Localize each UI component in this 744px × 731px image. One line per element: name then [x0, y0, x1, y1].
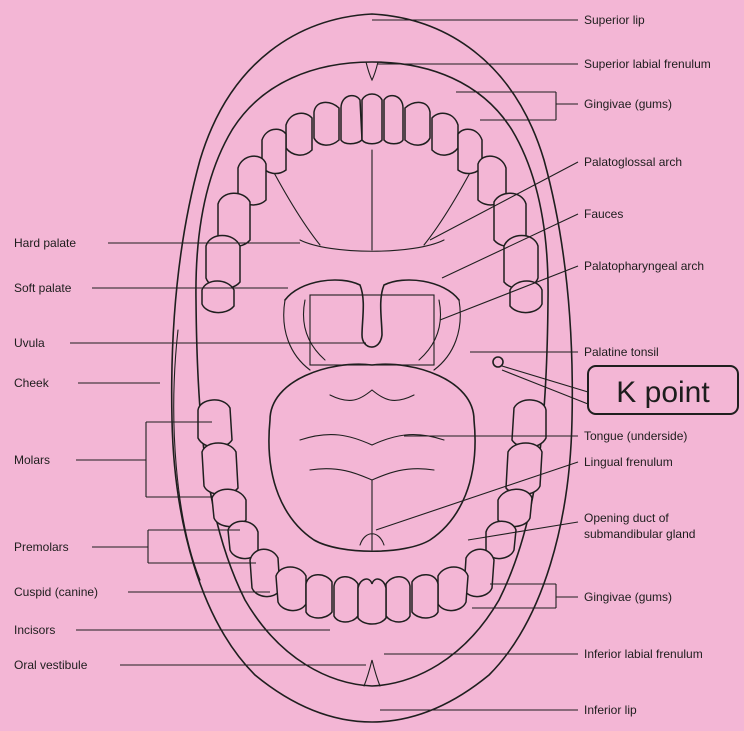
label-palatoglossal-arch: Palatoglossal arch: [584, 155, 682, 169]
label-tongue-underside: Tongue (underside): [584, 429, 687, 443]
label-hard-palate: Hard palate: [14, 236, 76, 250]
label-gingivae-upper: Gingivae (gums): [584, 97, 672, 111]
k-point-label: K point: [616, 376, 710, 409]
label-inferior-lip: Inferior lip: [584, 703, 637, 717]
label-soft-palate: Soft palate: [14, 281, 72, 295]
label-superior-lip: Superior lip: [584, 13, 645, 27]
label-uvula: Uvula: [14, 336, 45, 350]
label-palatopharyngeal-arch: Palatopharyngeal arch: [584, 259, 704, 273]
label-molars: Molars: [14, 453, 50, 467]
label-oral-vestibule: Oral vestibule: [14, 658, 88, 672]
label-palatine-tonsil: Palatine tonsil: [584, 345, 659, 359]
label-gingivae-lower: Gingivae (gums): [584, 590, 672, 604]
label-cuspid: Cuspid (canine): [14, 585, 98, 599]
label-opening-duct-line1: Opening duct of: [584, 511, 669, 525]
label-inferior-labial-frenulum: Inferior labial frenulum: [584, 647, 703, 661]
label-premolars: Premolars: [14, 540, 69, 554]
label-lingual-frenulum: Lingual frenulum: [584, 455, 673, 469]
label-incisors: Incisors: [14, 623, 55, 637]
label-cheek: Cheek: [14, 376, 50, 390]
label-fauces: Fauces: [584, 207, 623, 221]
label-superior-labial-frenulum: Superior labial frenulum: [584, 57, 711, 71]
label-opening-duct-line2: submandibular gland: [584, 527, 695, 541]
